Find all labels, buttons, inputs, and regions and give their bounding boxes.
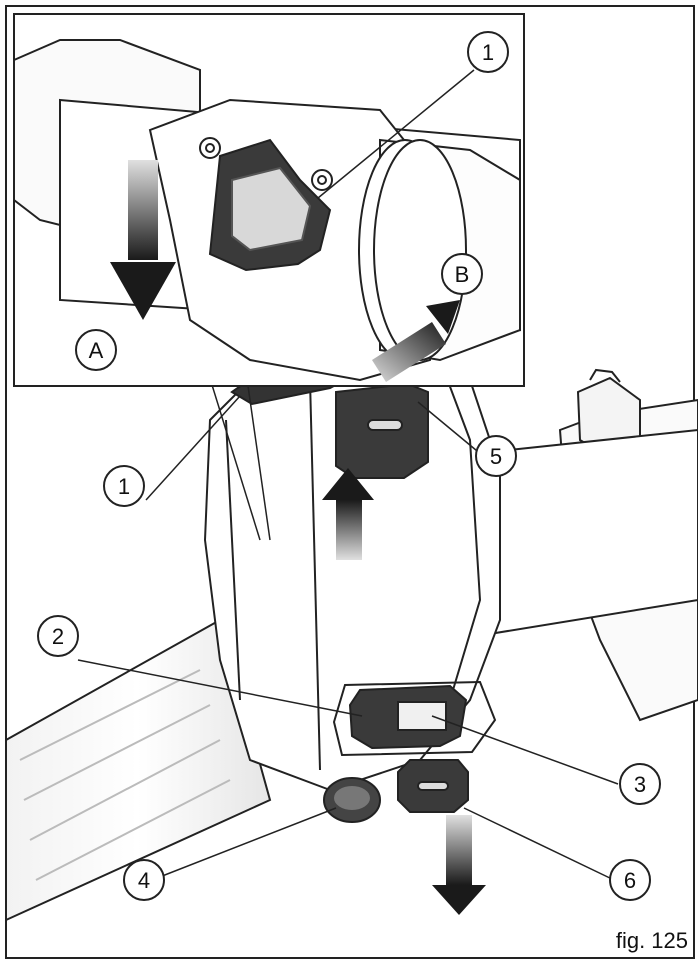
- inset-panel: [13, 13, 525, 387]
- callout-lines: [77, 69, 619, 881]
- callout-label: 1: [482, 40, 494, 65]
- arrow-down-inset: [110, 160, 176, 320]
- callout-label: 3: [634, 772, 646, 797]
- grip: [5, 618, 272, 922]
- arrow-down-main: [432, 815, 486, 915]
- callout-label: 6: [624, 868, 636, 893]
- callout-label: A: [89, 338, 104, 363]
- button-3: [397, 701, 447, 731]
- arrow-up-main: [322, 468, 374, 560]
- figure-caption: fig. 125: [615, 928, 688, 953]
- callout-main-1: 1: [103, 465, 145, 507]
- callout-label: 2: [52, 624, 64, 649]
- callout-label: 4: [138, 868, 150, 893]
- callout-inset-B: B: [441, 253, 483, 295]
- callout-label: 1: [118, 474, 130, 499]
- callout-label: B: [455, 262, 470, 287]
- callout-main-3: 3: [619, 763, 661, 805]
- callout-main-4: 4: [123, 859, 165, 901]
- callout-inset-1: 1: [467, 31, 509, 73]
- callout-main-5: 5: [475, 435, 517, 477]
- main-drawing: [5, 348, 698, 922]
- arrow-diag-inset: [372, 300, 460, 382]
- callout-inset-A: A: [75, 329, 117, 371]
- callout-label: 5: [490, 444, 502, 469]
- callout-main-6: 6: [609, 859, 651, 901]
- callout-main-2: 2: [37, 615, 79, 657]
